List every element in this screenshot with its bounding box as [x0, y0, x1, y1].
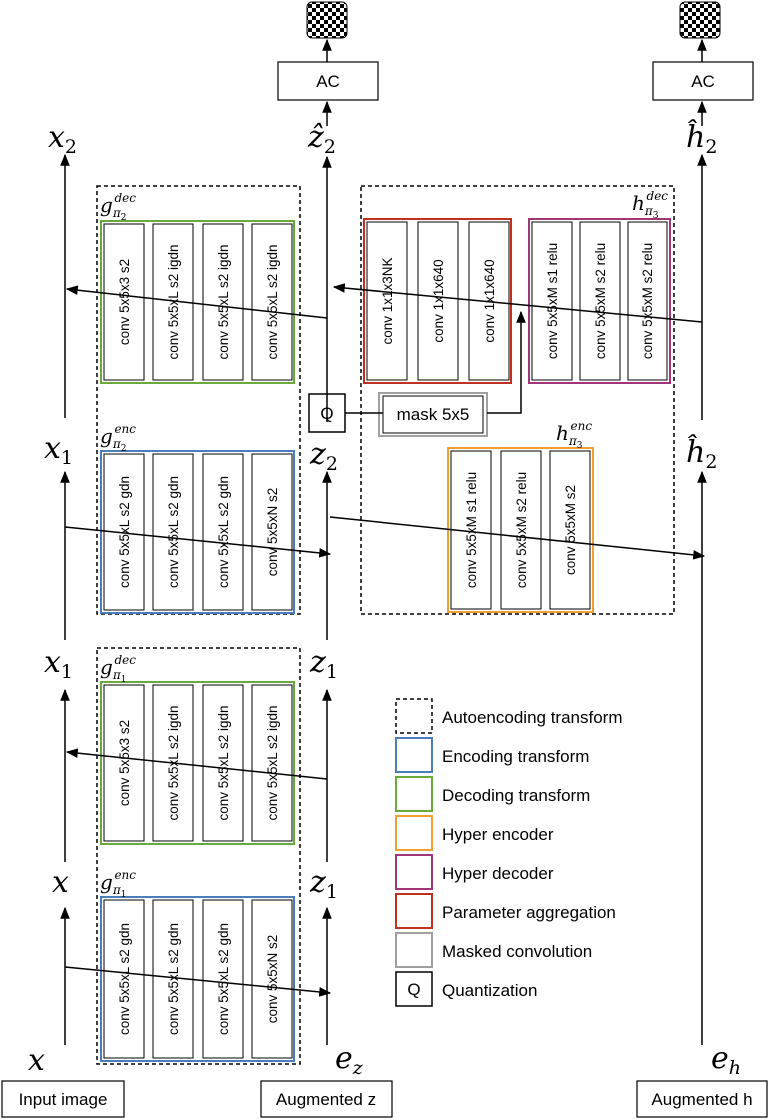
- hyper-dec-box: [528, 218, 671, 384]
- label-g-pi2-dec: gπ2dec: [100, 191, 136, 223]
- input-image-label: Input image: [19, 1090, 108, 1109]
- svg-text:Hyper encoder: Hyper encoder: [442, 825, 554, 844]
- legend-item-masked-conv: Masked convolution: [395, 932, 592, 968]
- g-pi1-enc-box: [100, 896, 295, 1062]
- svg-text:Encoding transform: Encoding transform: [442, 747, 589, 766]
- legend-item-encoding: Encoding transform: [395, 737, 589, 773]
- svg-text:Decoding transform: Decoding transform: [442, 786, 590, 805]
- svg-text:Parameter aggregation: Parameter aggregation: [442, 903, 616, 922]
- var-x2: x2: [48, 120, 77, 158]
- var-h2hat-top: ĥ2: [686, 119, 717, 158]
- var-x1-bottom: x1: [44, 645, 73, 683]
- label-h-pi3-dec: hπ3dec: [632, 189, 668, 221]
- hyper-dec-convs: conv 5x5xM s1 relu conv 5x5xM s2 relu co…: [531, 221, 668, 381]
- flow-arrows: [64, 283, 706, 997]
- ac-label: AC: [691, 72, 715, 91]
- conv-label: conv 5x5xM s1 relu: [464, 472, 479, 588]
- g-pi1-dec-box: [100, 681, 295, 845]
- conv-label: conv 5x5xL s2 igdn: [265, 244, 280, 359]
- var-eh: eh: [711, 1041, 741, 1079]
- autoencoding-box-hyper: [360, 185, 675, 615]
- svg-text:Quantization: Quantization: [442, 981, 537, 1000]
- legend-item-autoencoding: Autoencoding transform: [395, 698, 623, 734]
- ac-box-left: [277, 61, 379, 101]
- g-pi2-dec-convs: conv 5x5x3 s2 conv 5x5xL s2 igdn conv 5x…: [103, 223, 293, 381]
- conv-label: conv 5x5xL s2 gdn: [166, 923, 181, 1035]
- g-pi2-dec-box: [100, 220, 295, 384]
- bitstream-icon: [306, 1, 348, 39]
- conv-label: conv 5x5xL s2 gdn: [117, 923, 132, 1035]
- label-g-pi1-dec: gπ1dec: [100, 653, 136, 685]
- legend-item-quantization: Q Quantization: [395, 971, 537, 1007]
- legend-item-hyper-decoder: Hyper decoder: [395, 854, 554, 890]
- conv-label: conv 5x5xM s2 relu: [514, 472, 529, 588]
- conv-label: conv 1x1x640: [482, 259, 497, 342]
- block-labels: gπ2dec gπ2enc gπ1dec gπ1enc hπ3dec hπ3en…: [100, 189, 668, 900]
- conv-label: conv 1x1x640: [431, 259, 446, 342]
- legend-item-param-agg: Parameter aggregation: [395, 893, 616, 929]
- augmented-h-box: [636, 1080, 768, 1118]
- var-z1-bottom: z1: [309, 865, 338, 903]
- var-x1-top: x1: [44, 431, 73, 469]
- conv-label: conv 5x5xM s1 relu: [545, 243, 560, 359]
- augmented-z-label: Augmented z: [276, 1090, 376, 1109]
- legend: Autoencoding transform Encoding transfor…: [395, 698, 623, 1007]
- g-pi1-enc-convs: conv 5x5xL s2 gdn conv 5x5xL s2 gdn conv…: [103, 899, 293, 1059]
- var-ez: ez: [335, 1041, 364, 1079]
- label-g-pi2-enc: gπ2enc: [100, 422, 136, 454]
- conv-label: conv 5x5x3 s2: [117, 720, 132, 806]
- ac-label: AC: [316, 72, 340, 91]
- conv-label: conv 5x5xM s2 relu: [593, 243, 608, 359]
- arrows: [60, 38, 707, 1045]
- conv-label: conv 5x5xL s2 gdn: [216, 923, 231, 1035]
- svg-text:Autoencoding transform: Autoencoding transform: [442, 708, 623, 727]
- conv-label: conv 5x5x3 s2: [117, 259, 132, 345]
- var-z2hat: ẑ2: [307, 120, 336, 158]
- g-pi1-dec-convs: conv 5x5x3 s2 conv 5x5xL s2 igdn conv 5x…: [103, 684, 293, 842]
- var-x: x: [52, 865, 69, 900]
- conv-label: conv 5x5xM s2: [563, 485, 578, 575]
- param-agg-convs: conv 1x1x3NK conv 1x1x640 conv 1x1x640: [366, 221, 510, 381]
- autoencoding-box-lower: [96, 647, 301, 1065]
- var-z2: z2: [309, 437, 338, 475]
- mask-conv-inner: [382, 395, 484, 434]
- ac-box-right: [652, 61, 754, 101]
- conv-label: conv 5x5xL s2 gdn: [216, 476, 231, 588]
- legend-item-hyper-encoder: Hyper encoder: [395, 815, 554, 851]
- conv-label: conv 5x5xL s2 gdn: [117, 476, 132, 588]
- conv-label: conv 5x5xL s2 igdn: [265, 705, 280, 820]
- g-pi2-enc-convs: conv 5x5xL s2 gdn conv 5x5xL s2 gdn conv…: [103, 453, 293, 611]
- g-pi2-enc-box: [100, 450, 295, 614]
- bitstream-icon: [679, 1, 721, 39]
- conv-label: conv 1x1x3NK: [380, 257, 395, 344]
- var-x-bottom: x: [28, 1043, 45, 1078]
- svg-text:Masked convolution: Masked convolution: [442, 942, 592, 961]
- augmented-h-label: Augmented h: [651, 1090, 752, 1109]
- hyper-enc-convs: conv 5x5xM s1 relu conv 5x5xM s2 relu co…: [450, 450, 591, 610]
- augmented-z-box: [260, 1080, 393, 1118]
- svg-text:Hyper decoder: Hyper decoder: [442, 864, 554, 883]
- label-g-pi1-enc: gπ1enc: [100, 868, 136, 900]
- conv-label: conv 5x5xL s2 gdn: [166, 476, 181, 588]
- mask-label: mask 5x5: [397, 405, 470, 424]
- label-h-pi3-enc: hπ3enc: [556, 419, 592, 451]
- var-h2hat-mid: ĥ2: [686, 434, 717, 473]
- conv-label: conv 5x5xL s2 igdn: [216, 244, 231, 359]
- variable-labels: x2 ẑ2 ĥ2 x1 z2 ĥ2 x1 z1 x z1 x ez eh: [28, 119, 741, 1079]
- svg-text:Q: Q: [407, 980, 420, 999]
- conv-label: conv 5x5xM s2 relu: [640, 243, 655, 359]
- input-image-box: [1, 1080, 125, 1118]
- mask-conv-outer: [378, 392, 488, 437]
- conv-label: conv 5x5xL s2 igdn: [216, 705, 231, 820]
- legend-item-decoding: Decoding transform: [395, 776, 590, 812]
- var-z1-top: z1: [309, 645, 338, 683]
- conv-label: conv 5x5xN s2: [265, 935, 280, 1024]
- conv-label: conv 5x5xL s2 igdn: [166, 244, 181, 359]
- param-agg-box: [363, 218, 512, 384]
- conv-label: conv 5x5xN s2: [265, 488, 280, 577]
- autoencoding-box-upper: [96, 185, 301, 615]
